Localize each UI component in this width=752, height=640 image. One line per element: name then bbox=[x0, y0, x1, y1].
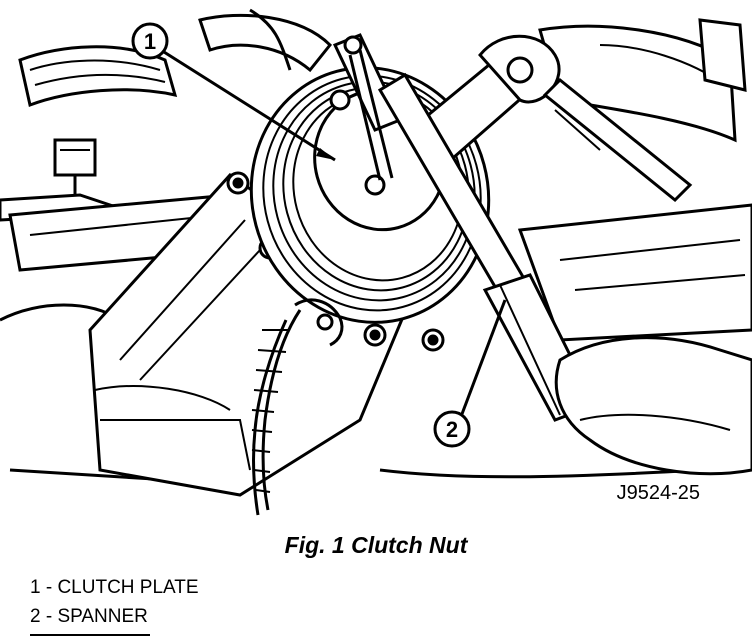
clutch-nut-illustration: 1 2 J9524-25 bbox=[0, 8, 752, 516]
figure-caption: Fig. 1 Clutch Nut bbox=[284, 532, 468, 558]
callout-1-number: 1 bbox=[144, 29, 156, 54]
callout-2: 2 bbox=[433, 299, 507, 448]
engine-block bbox=[0, 193, 752, 482]
legend-item-spanner: 2 - SPANNER bbox=[30, 606, 148, 627]
figure-id: J9524-25 bbox=[617, 482, 700, 504]
callout-1: 1 bbox=[131, 22, 336, 162]
wiring-harness bbox=[251, 298, 344, 516]
background-hoses bbox=[18, 8, 747, 143]
callout-2-number: 2 bbox=[446, 417, 458, 442]
clutch-holder-tool bbox=[332, 33, 403, 181]
legend-item-clutch-plate: 1 - CLUTCH PLATE bbox=[30, 577, 199, 598]
technician-hand bbox=[554, 336, 752, 476]
legend-divider bbox=[30, 634, 150, 636]
